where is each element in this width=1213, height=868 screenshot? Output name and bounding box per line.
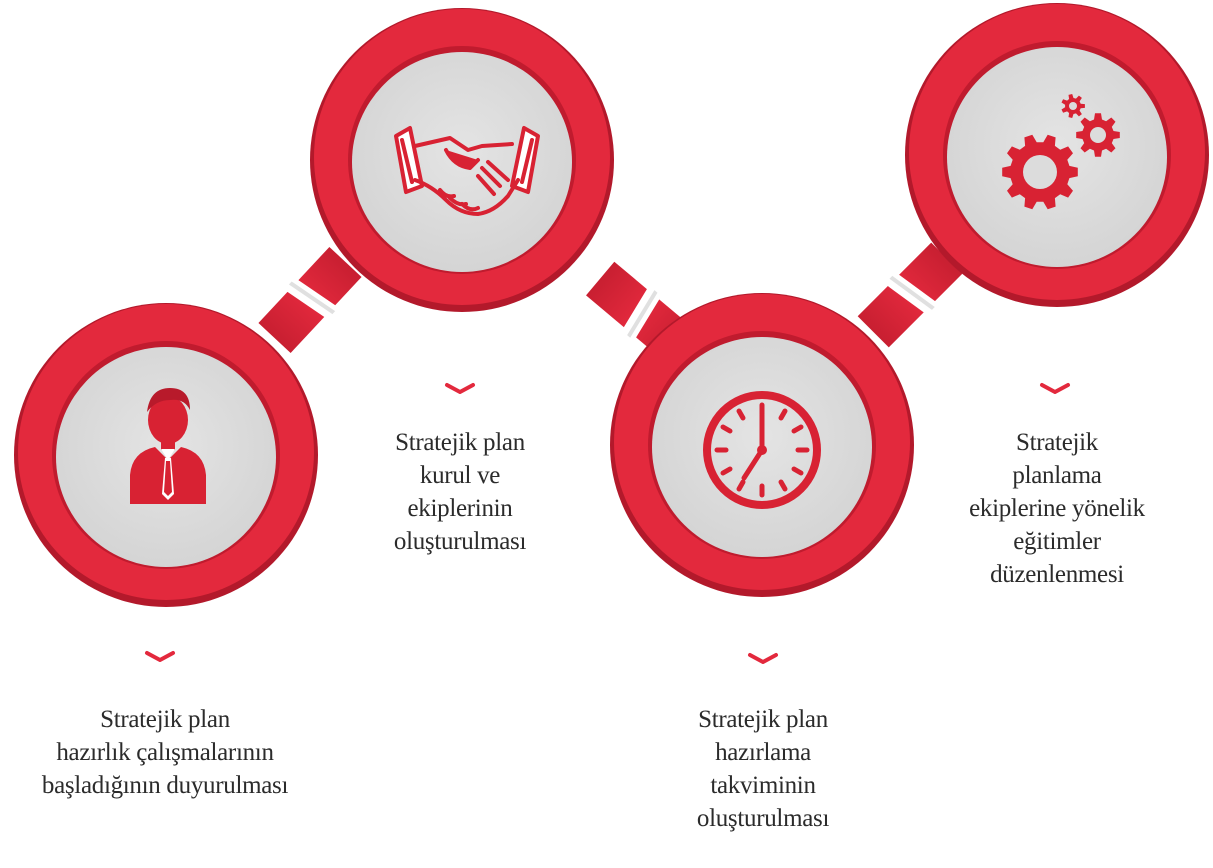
connector-1-2: [258, 246, 362, 354]
step-3-circle: [610, 293, 914, 597]
step-2-circle: [310, 8, 614, 312]
caption-line: Stratejik plan: [395, 429, 525, 456]
gear-small-icon: [1061, 94, 1085, 118]
gear-large-icon: [1002, 134, 1078, 210]
caption-line: ekiplerinin: [407, 495, 513, 522]
chevron-down-icon: [1040, 383, 1070, 394]
caption-line: oluşturulması: [696, 805, 830, 832]
gears-icon: [1002, 94, 1120, 210]
chevron-down-icon: [145, 651, 175, 662]
step-1-circle: [14, 303, 318, 607]
caption-line: Stratejik plan: [100, 706, 230, 733]
caption-line: eğitimler: [1013, 528, 1101, 555]
connector-3-4: [857, 242, 963, 348]
caption-line: kurul ve: [419, 462, 501, 489]
caption-line: hazırlama: [715, 739, 811, 766]
caption-line: oluşturulması: [393, 528, 527, 555]
caption-line: düzenlenmesi: [990, 561, 1124, 588]
handshake-icon: [394, 126, 540, 216]
step-4-caption: Stratejik planlama ekiplerine yönelik eğ…: [942, 426, 1172, 591]
chevron-down-icon: [748, 653, 778, 664]
caption-line: planlama: [1012, 462, 1102, 489]
caption-line: ekiplerine yönelik: [969, 495, 1145, 522]
step-1-caption: Stratejik plan hazırlık çalışmalarının b…: [0, 703, 330, 802]
step-2-caption: Stratejik plan kurul ve ekiplerinin oluş…: [360, 426, 560, 558]
caption-line: başladığının duyurulması: [41, 772, 289, 799]
step-4-circle: [905, 3, 1209, 307]
clock-icon: [703, 391, 821, 509]
chevrons: [145, 383, 1070, 664]
caption-line: takviminin: [710, 772, 816, 799]
caption-line: Stratejik: [1015, 429, 1098, 456]
caption-line: Stratejik plan: [698, 706, 828, 733]
step-3-caption: Stratejik plan hazırlama takviminin oluş…: [658, 703, 868, 835]
chevron-down-icon: [445, 383, 475, 394]
caption-line: hazırlık çalışmalarının: [56, 739, 274, 766]
businessman-icon: [130, 388, 206, 504]
gear-medium-icon: [1076, 113, 1120, 157]
